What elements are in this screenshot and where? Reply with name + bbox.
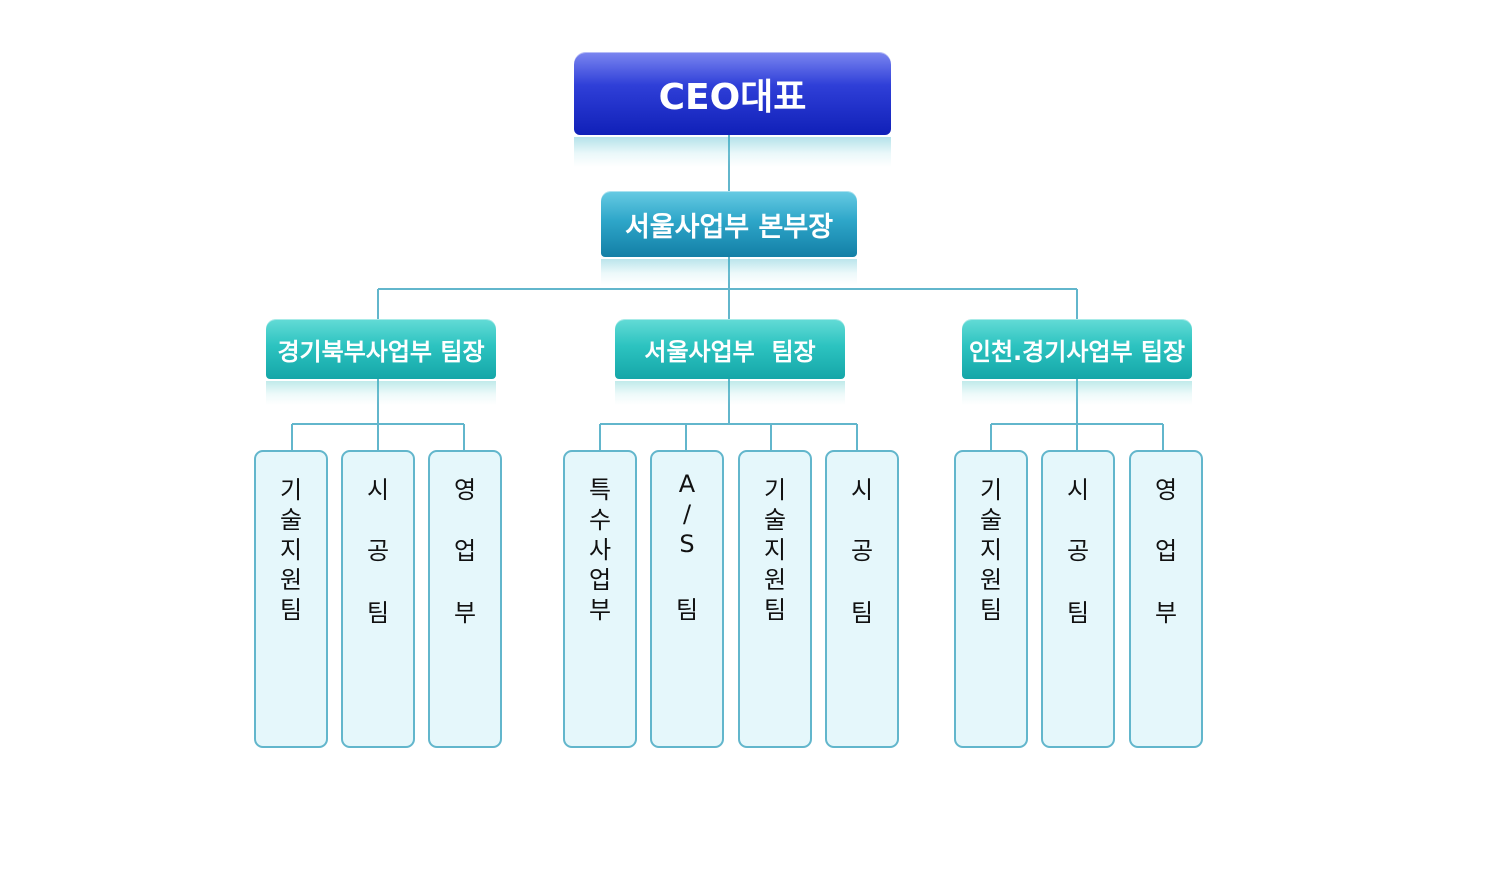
division-node-1: 경기북부사업부 팀장 <box>266 319 496 379</box>
unit-label-char: 공 <box>850 537 874 565</box>
unit-box: 시 공 팀 <box>341 450 415 748</box>
unit-box: 기 술 지 원 팀 <box>954 450 1028 748</box>
head-node: 서울사업부 본부장 <box>601 191 857 257</box>
unit-label-char: 기 <box>979 476 1003 504</box>
unit-label-char: / <box>682 500 692 528</box>
unit-label-char: 업 <box>588 566 612 594</box>
head-label: 서울사업부 본부장 <box>624 211 834 243</box>
unit-box: 특 수 사 업 부 <box>563 450 637 748</box>
division-node-2: 서울사업부 팀장 <box>615 319 845 379</box>
unit-label-char: 시 <box>1066 476 1090 504</box>
unit-label-char: 팀 <box>279 596 303 624</box>
unit-box: A / S 팀 <box>650 450 724 748</box>
division-label-2: 서울사업부 팀장 <box>644 337 816 366</box>
unit-label-char: 부 <box>1154 599 1178 627</box>
unit-label-char: 영 <box>453 476 477 504</box>
division-label-3: 인천.경기사업부 팀장 <box>968 337 1186 366</box>
unit-label-char: 팀 <box>763 596 787 624</box>
unit-label-char: 원 <box>279 566 303 594</box>
unit-label-char: 영 <box>1154 476 1178 504</box>
unit-label-char: 수 <box>588 506 612 534</box>
unit-label-char: A <box>678 470 696 498</box>
unit-label-char: 업 <box>1154 537 1178 565</box>
unit-label-char: 지 <box>979 536 1003 564</box>
ceo-label: CEO대표 <box>658 76 807 118</box>
unit-box: 시 공 팀 <box>1041 450 1115 748</box>
unit-box: 영 업 부 <box>1129 450 1203 748</box>
unit-label-char: 술 <box>979 506 1003 534</box>
unit-label-char: 업 <box>453 537 477 565</box>
unit-label-char: 팀 <box>979 596 1003 624</box>
unit-label-char: 공 <box>1066 537 1090 565</box>
unit-box: 기 술 지 원 팀 <box>738 450 812 748</box>
unit-label-char: 원 <box>763 566 787 594</box>
division-node-3: 인천.경기사업부 팀장 <box>962 319 1192 379</box>
division-label-1: 경기북부사업부 팀장 <box>277 337 485 366</box>
unit-label-char: 부 <box>453 599 477 627</box>
unit-label-char: 원 <box>979 566 1003 594</box>
ceo-node: CEO대표 <box>574 52 891 135</box>
unit-label-char: 기 <box>763 476 787 504</box>
unit-label-char: 술 <box>763 506 787 534</box>
unit-box: 기 술 지 원 팀 <box>254 450 328 748</box>
unit-label-char: 지 <box>763 536 787 564</box>
unit-label-char: 시 <box>366 476 390 504</box>
unit-label-char: 사 <box>588 536 612 564</box>
unit-box: 시 공 팀 <box>825 450 899 748</box>
unit-box: 영 업 부 <box>428 450 502 748</box>
unit-label-char: 부 <box>588 596 612 624</box>
unit-label-char: 팀 <box>366 599 390 627</box>
unit-label-char: 팀 <box>1066 599 1090 627</box>
unit-label-char: 시 <box>850 476 874 504</box>
unit-label-char: 지 <box>279 536 303 564</box>
unit-label-char: 특 <box>588 476 612 504</box>
unit-label-char: 기 <box>279 476 303 504</box>
unit-label-char: 술 <box>279 506 303 534</box>
unit-label-char: 팀 <box>850 599 874 627</box>
unit-label-char: S <box>679 530 695 558</box>
unit-label-char: 팀 <box>675 596 699 624</box>
unit-label-char: 공 <box>366 537 390 565</box>
